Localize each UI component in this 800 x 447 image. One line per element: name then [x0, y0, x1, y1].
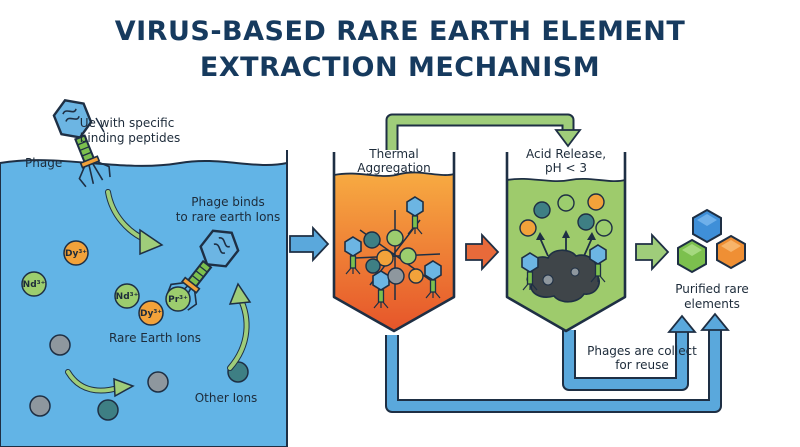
title-line-2: EXTRACTION MECHANISM — [200, 52, 600, 83]
label-binds-line2: to rare earth Ions — [176, 210, 281, 224]
label-thermal-line2: Aggregation — [357, 161, 430, 175]
released-ions — [519, 193, 613, 237]
label-binds-line1: Phage binds — [191, 195, 264, 209]
other-ion — [147, 371, 169, 393]
ion-dy-top: Dy³⁺ — [63, 240, 89, 266]
gem-blue — [692, 208, 722, 244]
title-line-1: VIRUS-BASED RARE EARTH ELEMENT — [115, 16, 686, 47]
release-arrowhead — [562, 230, 570, 238]
label-thermal-line1: Thermal — [368, 147, 418, 161]
label-other-ions: Other Ions — [195, 391, 258, 405]
sludge-bubble — [542, 274, 554, 286]
other-ion — [49, 334, 71, 356]
ue-pointer — [95, 117, 105, 133]
label-purified-line2: elements — [684, 297, 740, 311]
thermal-tank — [332, 152, 456, 333]
arrow-to-acid — [465, 232, 500, 272]
ion-dy-mid: Dy³⁺ — [138, 300, 164, 326]
label-purified-line1: Purified rare — [675, 282, 749, 296]
ion-nd-mid: Nd³⁺ — [114, 283, 140, 309]
sorting-arrowhead — [113, 377, 135, 398]
release-arrowhead — [587, 232, 596, 240]
arrow-to-purified — [635, 232, 670, 272]
gem-orange — [716, 234, 746, 270]
release-arrowhead — [536, 232, 545, 240]
arrow-to-thermal — [289, 225, 330, 263]
svg-text:Nd³⁺: Nd³⁺ — [116, 292, 139, 302]
label-collect-line2: for reuse — [615, 358, 669, 372]
label-acid-line1: Acid Release, — [526, 147, 606, 161]
label-ue-line2: binding peptides — [80, 131, 180, 145]
return-loop — [387, 328, 720, 411]
other-ion — [97, 399, 119, 421]
reuse-loop — [564, 330, 687, 389]
thermal-tank-surface — [333, 171, 455, 177]
transfer-arrowhead — [554, 129, 582, 148]
acid-tank — [505, 152, 627, 333]
label-collect-line1: Phages are collect — [587, 344, 697, 358]
return-loop-arrowhead — [700, 312, 730, 331]
other-ion — [29, 395, 51, 417]
reuse-loop-arrowhead — [667, 314, 697, 333]
ion-nd-left: Nd³⁺ — [21, 271, 47, 297]
label-ue-line1: Ue with specific — [80, 116, 175, 130]
binding-arrowhead — [139, 228, 164, 256]
sorting-arrow — [66, 370, 120, 393]
label-phage: Phage — [25, 156, 62, 170]
selective-arrow — [228, 296, 249, 370]
label-acid-line2: pH < 3 — [545, 161, 587, 175]
svg-text:Pr³⁺: Pr³⁺ — [168, 295, 188, 305]
phage-sludge — [526, 249, 600, 303]
sludge-bubble — [570, 267, 580, 277]
acid-tank-surface — [506, 177, 626, 183]
svg-text:Dy³⁺: Dy³⁺ — [65, 249, 87, 259]
gem-green — [677, 238, 707, 274]
thermal-tank-liquid — [334, 172, 454, 331]
ion-pr: Pr³⁺ — [165, 286, 191, 312]
svg-text:Dy³⁺: Dy³⁺ — [140, 309, 162, 319]
phage-aggregate — [344, 196, 442, 309]
label-rare-earth-ions: Rare Earth Ions — [109, 331, 201, 345]
svg-text:Nd³⁺: Nd³⁺ — [23, 280, 46, 290]
transfer-arrow — [387, 115, 573, 150]
selective-arrowhead — [228, 282, 252, 305]
